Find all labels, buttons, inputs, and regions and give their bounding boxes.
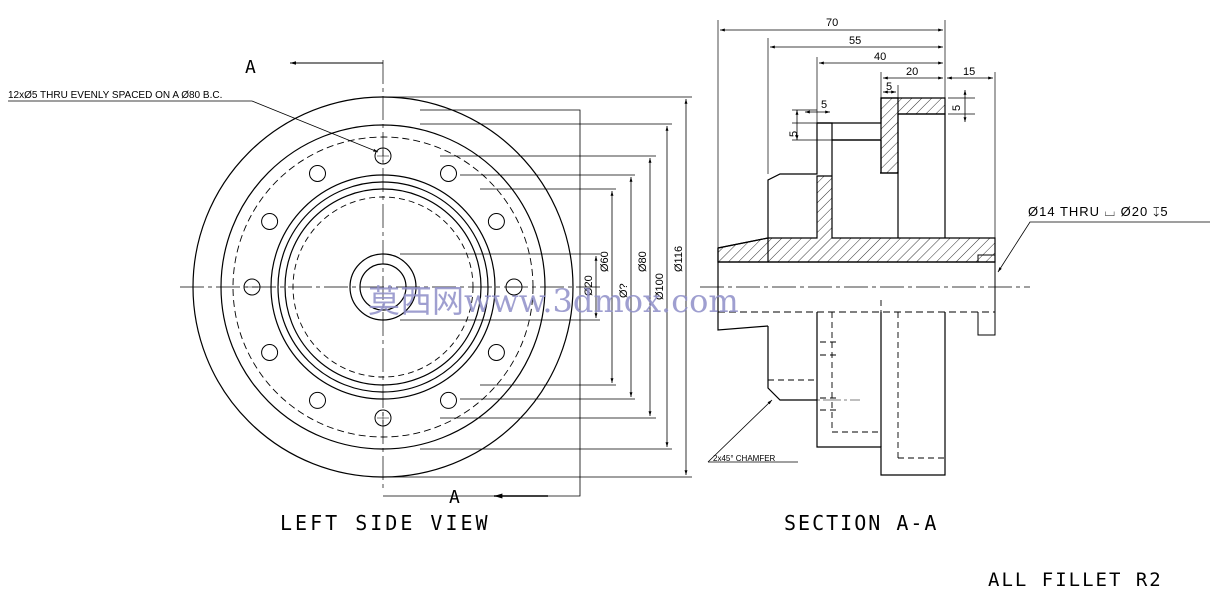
hub-bore-hidden <box>292 196 474 378</box>
dim-dia-80: Ø80 <box>637 251 649 272</box>
dim-length-5-right: 5 <box>951 105 963 111</box>
dim-length-5-step: 5 <box>821 99 827 111</box>
bolt-holes <box>243 147 523 427</box>
bore-note: Ø14 THRU ⌴ Ø20 ↧5 <box>1028 204 1169 219</box>
holes-note-leader <box>8 100 379 153</box>
hub-ring-circle <box>277 181 489 393</box>
bore-circle <box>359 263 407 311</box>
left-side-view <box>8 60 692 499</box>
dim-dia-60: Ø60 <box>599 251 611 272</box>
dim-length-70: 70 <box>826 17 838 29</box>
dim-dia-116: Ø116 <box>673 246 685 272</box>
cut-label-bottom: A <box>449 487 460 508</box>
dim-length-20: 20 <box>906 66 918 78</box>
watermark: 莫西网www.3dmox.com <box>368 282 739 320</box>
counterbore-circle <box>349 253 417 321</box>
left-side-view-title: LEFT SIDE VIEW <box>280 511 491 535</box>
dim-dia-unknown: Ø? <box>618 283 630 298</box>
diameter-dimension-lines <box>594 99 688 475</box>
flange-inner-circle <box>220 124 546 450</box>
chamfer-note: 2x45° CHAMFER <box>713 454 776 463</box>
cut-label-top: A <box>245 57 256 78</box>
bolt-circle-hidden-outer <box>232 136 534 438</box>
hub-inner-circle <box>284 188 482 386</box>
bore-note-leader <box>997 221 1210 273</box>
dim-length-15: 15 <box>963 66 975 78</box>
dim-length-5-top: 5 <box>886 81 892 93</box>
cutting-plane <box>290 61 581 499</box>
section-dimension-lines <box>720 28 993 140</box>
fillet-note: ALL FILLET R2 <box>988 569 1163 591</box>
diameter-extension-lines <box>383 96 692 478</box>
hub-outer-circle <box>270 174 496 400</box>
section-view-title: SECTION A-A <box>784 511 938 535</box>
dim-length-55: 55 <box>849 35 861 47</box>
holes-note: 12xØ5 THRU EVENLY SPACED ON A Ø80 B.C. <box>8 90 222 101</box>
section-view <box>700 20 1210 476</box>
dim-length-40: 40 <box>874 51 886 63</box>
dim-length-5-left: 5 <box>788 131 800 137</box>
dim-dia-20: Ø20 <box>583 275 595 296</box>
section-extension-lines <box>717 20 996 248</box>
dim-dia-100: Ø100 <box>654 273 666 300</box>
